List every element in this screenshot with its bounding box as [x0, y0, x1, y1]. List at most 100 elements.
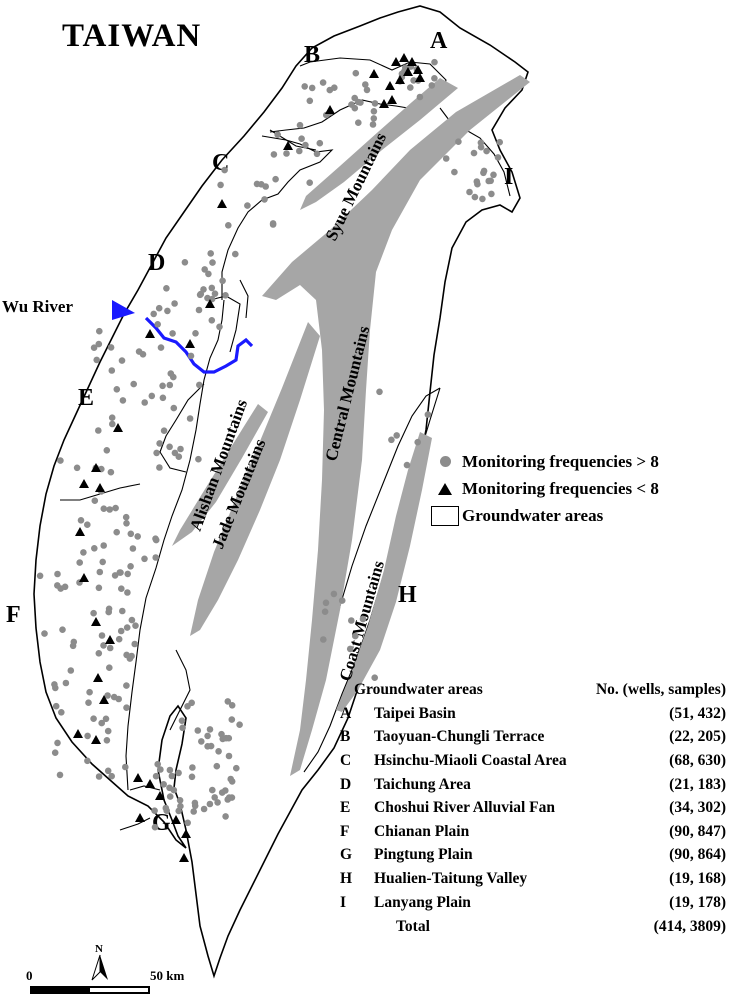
monitoring-dot — [487, 177, 495, 185]
monitoring-dot — [232, 250, 239, 258]
monitoring-dot — [455, 138, 462, 145]
monitoring-dot — [110, 693, 118, 701]
monitoring-dot — [54, 739, 61, 747]
monitoring-dot — [56, 771, 64, 779]
monitoring-dot — [163, 285, 170, 292]
monitoring-dot — [296, 121, 304, 129]
monitoring-dot — [57, 457, 64, 464]
monitoring-dot — [175, 453, 183, 461]
monitoring-dot — [54, 582, 61, 589]
monitoring-dot — [129, 545, 137, 552]
monitoring-dot — [54, 570, 61, 578]
monitoring-dot — [298, 135, 305, 142]
table-cell-code: C — [340, 751, 352, 769]
monitoring-dot — [130, 380, 137, 388]
monitoring-triangle — [283, 141, 293, 150]
monitoring-dot — [59, 626, 66, 633]
monitoring-dot — [102, 715, 110, 723]
monitoring-dot — [451, 168, 458, 176]
monitoring-dot — [204, 732, 211, 740]
monitoring-dot — [159, 382, 166, 390]
monitoring-dot — [371, 100, 379, 107]
monitoring-dot — [90, 344, 98, 352]
monitoring-dot — [141, 555, 148, 563]
monitoring-dot — [207, 250, 214, 257]
table-header-left: Groundwater areas — [354, 681, 483, 698]
area-label-i: I — [504, 164, 513, 190]
monitoring-dot — [118, 357, 126, 364]
legend-row-areas: Groundwater areas — [428, 502, 659, 529]
monitoring-dot — [95, 427, 102, 434]
legend-row-triangles: Monitoring frequencies < 8 — [428, 475, 659, 502]
monitoring-dot — [84, 757, 91, 765]
table-cell-value: (34, 302) — [669, 799, 726, 817]
monitoring-dot — [117, 627, 125, 635]
monitoring-dot — [215, 748, 222, 755]
monitoring-triangle — [91, 617, 101, 626]
monitoring-triangle — [155, 791, 165, 800]
monitoring-dot — [99, 558, 106, 566]
table-header-right: No. (wells, samples) — [595, 681, 726, 698]
table-cell-name: Choshui River Alluvial Fan — [374, 799, 556, 817]
table-cell-name: Taoyuan-Chungli Terrace — [374, 728, 545, 746]
monitoring-dot — [477, 139, 485, 146]
monitoring-dot — [207, 742, 215, 750]
monitoring-dot — [152, 535, 159, 542]
monitoring-dot — [135, 348, 143, 355]
monitoring-dot — [224, 698, 232, 705]
monitoring-dot — [301, 83, 309, 90]
monitoring-dot — [127, 530, 135, 538]
monitoring-dot — [166, 381, 174, 389]
table-cell-name: Hsinchu-Miaoli Coastal Area — [374, 751, 567, 769]
wu-river-arrow-icon — [112, 300, 135, 320]
table-cell-value: (22, 205) — [669, 728, 726, 746]
monitoring-dot — [107, 468, 115, 476]
monitoring-dot — [112, 504, 119, 512]
legend-row-dots: Monitoring frequencies > 8 — [428, 448, 659, 475]
monitoring-dot — [108, 772, 115, 780]
monitoring-dot — [163, 807, 170, 814]
monitoring-dot — [272, 175, 279, 183]
monitoring-dot — [103, 447, 111, 454]
monitoring-dot — [150, 310, 157, 318]
monitoring-dot — [104, 727, 112, 735]
monitoring-dot — [208, 317, 216, 324]
monitoring-dot — [369, 121, 377, 128]
monitoring-dot — [348, 617, 355, 624]
monitoring-dot — [124, 589, 131, 596]
area-label-d: D — [148, 250, 165, 276]
monitoring-dot — [195, 455, 202, 463]
table-cell-code: F — [340, 822, 350, 840]
monitoring-dot — [179, 724, 186, 732]
black-triangle-icon — [438, 482, 452, 495]
alishan-mountains — [190, 322, 320, 636]
monitoring-dot — [175, 769, 182, 777]
monitoring-dot — [188, 699, 195, 707]
monitoring-dot — [330, 590, 338, 598]
monitoring-dot — [319, 79, 327, 86]
monitoring-dot — [134, 533, 141, 540]
monitoring-dot — [198, 738, 205, 745]
monitoring-dot — [442, 155, 450, 162]
monitoring-triangle — [145, 329, 155, 338]
monitoring-dot — [214, 799, 221, 806]
monitoring-dot — [170, 786, 178, 794]
monitoring-triangle — [185, 339, 195, 348]
monitoring-dot — [177, 445, 184, 453]
monitoring-triangles — [73, 53, 425, 862]
monitoring-dot — [119, 397, 127, 404]
monitoring-dot — [98, 632, 106, 639]
monitoring-dot — [160, 427, 168, 435]
table-header: Groundwater areas No. (wells, samples) — [340, 678, 730, 702]
wu-river — [144, 316, 254, 374]
monitoring-dot — [181, 259, 189, 266]
area-label-b: B — [304, 42, 320, 68]
legend-dot-label: Monitoring frequencies > 8 — [462, 451, 659, 471]
monitoring-dot — [152, 772, 160, 780]
monitoring-triangle — [135, 813, 145, 822]
